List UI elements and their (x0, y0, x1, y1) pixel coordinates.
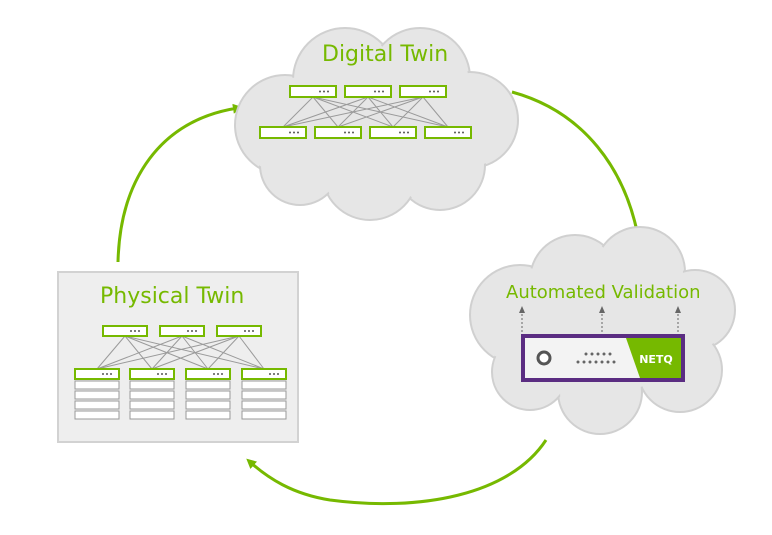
server-rack-icon (241, 380, 287, 420)
network-switch-icon (259, 126, 307, 139)
physical-twin-label: Physical Twin (100, 284, 245, 309)
server-rack-icon (185, 380, 231, 420)
network-switch-icon (74, 368, 120, 380)
network-switch-icon (185, 368, 231, 380)
network-switch-icon (241, 368, 287, 380)
network-switch-icon (344, 85, 392, 98)
network-switch-icon (102, 325, 148, 337)
network-switch-icon (129, 368, 175, 380)
network-switch-icon (216, 325, 262, 337)
network-switch-icon (289, 85, 337, 98)
network-switch-icon (314, 126, 362, 139)
network-switch-icon (424, 126, 472, 139)
curved-arrow-icon-to-physical (246, 439, 548, 506)
digital-twin-label: Digital Twin (322, 42, 449, 67)
appliance-icon: NETQ (521, 334, 685, 382)
device-badge: NETQ (639, 353, 673, 366)
digital-twin-network (259, 85, 472, 139)
server-rack-icon (129, 380, 175, 420)
curved-arrow-icon-to-digital (116, 103, 243, 263)
network-switch-icon (159, 325, 205, 337)
validation-signal-arrows (519, 306, 681, 336)
network-switch-icon (399, 85, 447, 98)
server-rack-icon (74, 380, 120, 420)
automated-validation-label: Automated Validation (506, 282, 701, 303)
network-switch-icon (369, 126, 417, 139)
physical-twin-network (74, 325, 287, 420)
curved-arrow-icon-to-validation (511, 90, 642, 241)
